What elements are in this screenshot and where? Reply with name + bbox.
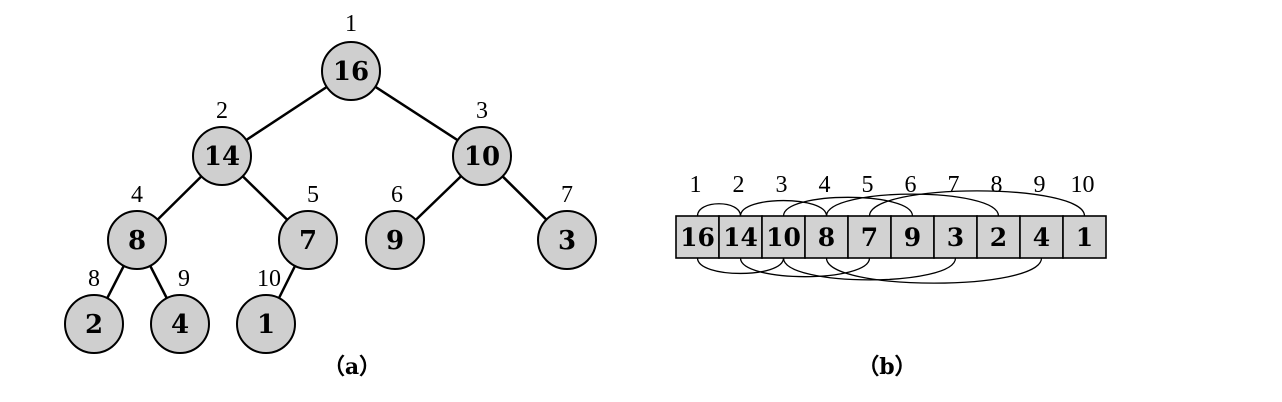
array-cell-box [804,215,849,259]
parent-child-link [782,196,914,217]
node-index-label: 4 [131,182,143,208]
caption-b: （b） [857,354,916,380]
array-cell-value: 9 [904,223,921,252]
array-cell-value: 2 [990,223,1007,252]
node-index-label: 8 [88,266,100,292]
node-index-label: 6 [391,182,403,208]
array-cell-value: 3 [947,223,964,252]
array-indices: 1 2 3 4 5 6 7 8 9 10 [690,172,1095,198]
array-cell: 8 [804,215,849,259]
array-index-label: 4 [819,172,831,198]
node-value: 2 [85,310,103,340]
heap-node: 49 [150,266,210,354]
array-cell-value: 16 [680,223,715,252]
array-cell: 9 [890,215,935,259]
array-index-label: 7 [948,172,960,198]
node-value: 16 [333,57,369,87]
node-index-label: 1 [345,11,357,37]
array-index-label: 6 [905,172,917,198]
node-circle [236,294,296,354]
parent-child-link [739,199,828,217]
array-cell-box [1062,215,1107,259]
tree-edges [92,69,568,325]
node-index-label: 10 [257,266,281,292]
array-cell: 14 [718,215,763,259]
array-index-label: 5 [862,172,874,198]
node-index-label: 5 [307,182,319,208]
array-cell: 2 [976,215,1021,259]
array-cell-value: 10 [766,223,801,252]
node-index-label: 9 [178,266,190,292]
heap-node: 14 2 [192,98,252,186]
array-cell-value: 4 [1033,223,1050,252]
array-cell-box [933,215,978,259]
node-value: 9 [386,226,404,256]
array-index-label: 9 [1034,172,1046,198]
array-index-label: 2 [733,172,745,198]
node-value: 1 [257,310,275,340]
node-value: 7 [299,226,317,256]
heap-node: 1 10 [236,266,296,354]
array-cell-value: 14 [723,223,758,252]
array-index-label: 8 [991,172,1003,198]
node-value: 14 [204,142,240,172]
node-circle [452,126,512,186]
parent-child-link [825,193,1000,217]
array-parent-child-links [696,190,1086,284]
node-circle [278,210,338,270]
heap-node: 75 [278,182,338,270]
parent-child-link [739,257,871,278]
parent-child-link [868,190,1086,217]
parent-child-link [782,257,957,281]
heap-node: 37 [537,182,597,270]
node-circle [107,210,167,270]
array-cell-value: 1 [1076,223,1093,252]
node-circle [365,210,425,270]
node-value: 4 [171,310,189,340]
array-cell-box [718,215,763,259]
array-cell: 10 [761,215,806,259]
node-circle [150,294,210,354]
array-index-label: 10 [1071,172,1095,198]
heap-node: 28 [64,266,124,354]
heap-node: 84 [107,182,167,270]
array-cell: 1 [1062,215,1107,259]
array-cell-value: 8 [818,223,835,252]
node-circle [321,41,381,101]
node-value: 10 [464,142,500,172]
array-cell: 7 [847,215,892,259]
array-cell: 16 [675,215,720,259]
heap-node: 10 3 [452,98,512,186]
parent-child-link [825,257,1043,284]
node-value: 8 [128,226,146,256]
heap-node: 96 [365,182,425,270]
array-cell-box [1019,215,1064,259]
array-cell: 3 [933,215,978,259]
array-cell-box [976,215,1021,259]
node-circle [537,210,597,270]
parent-child-link [696,203,742,217]
array-index-label: 3 [776,172,788,198]
array-cell-value: 7 [861,223,878,252]
node-index-label: 7 [561,182,573,208]
node-index-label: 2 [216,98,228,124]
heap-node: 16 1 [321,11,381,101]
array-cell: 4 [1019,215,1064,259]
parent-child-link [696,257,785,275]
node-circle [64,294,124,354]
node-value: 3 [558,226,576,256]
node-circle [192,126,252,186]
array-cell-box [675,215,720,259]
node-index-label: 3 [476,98,488,124]
caption-a: （a） [323,354,381,380]
array-index-label: 1 [690,172,702,198]
